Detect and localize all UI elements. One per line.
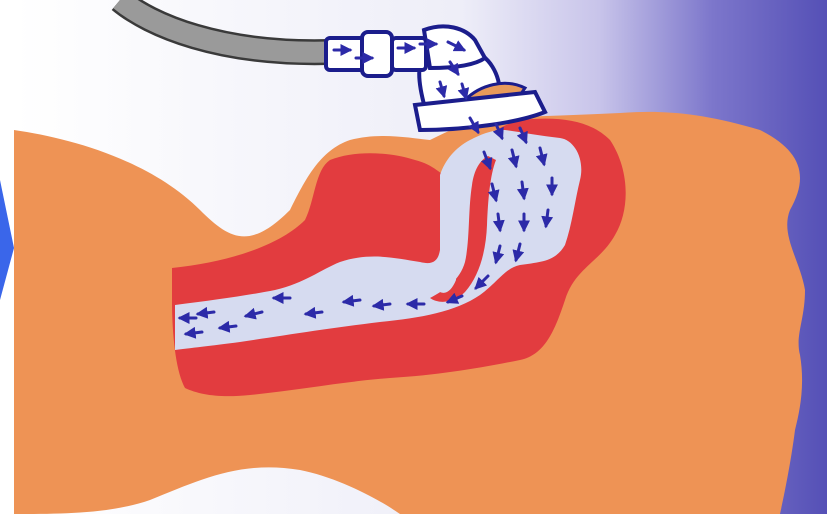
- mask-connector-mid: [362, 32, 392, 76]
- chevron-right-icon[interactable]: [0, 0, 16, 514]
- mask-connector-left: [326, 38, 364, 70]
